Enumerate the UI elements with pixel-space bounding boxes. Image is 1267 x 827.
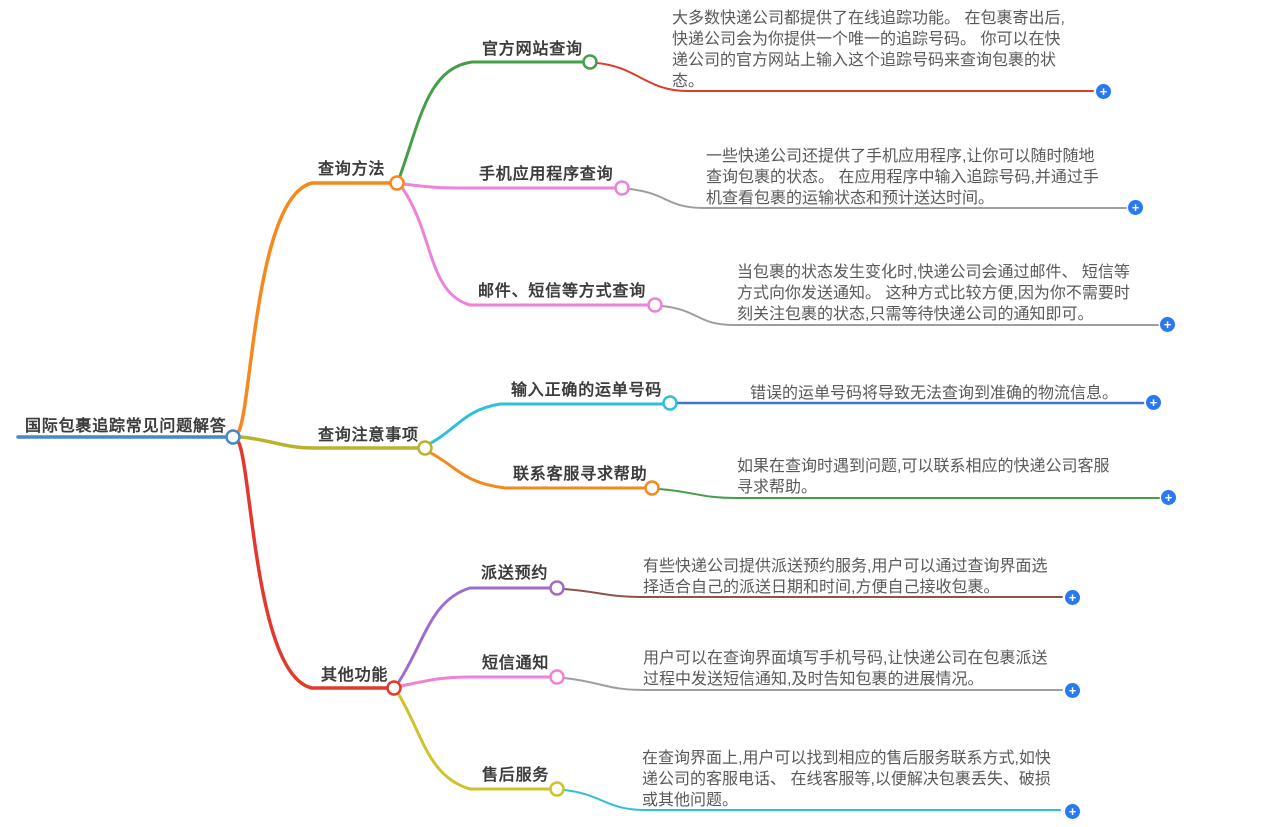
node-anchor-correct-number[interactable] [662,395,678,411]
node-desc-after-sales-service[interactable]: 在查询界面上,用户可以找到相应的售后服务联系方式,如快递公司的客服电话、 在线客… [642,750,1051,809]
desc-line-contact-service [658,488,1160,499]
node-anchor-official-website[interactable] [582,54,598,70]
plus-icon-mobile-app[interactable]: + [1128,200,1143,215]
desc-line-after-sales [563,789,1061,811]
branch-line-other-functions [237,441,389,690]
child-line-delivery-appointment [396,586,552,685]
plus-icon-contact-service[interactable]: + [1161,490,1176,505]
node-anchor-root[interactable] [225,429,241,445]
node-label-contact-customer-service[interactable]: 联系客服寻求帮助 [513,466,648,483]
child-line-after-sales [397,693,552,791]
branch-label-query-methods[interactable]: 查询方法 [318,161,386,178]
node-label-mobile-app-query[interactable]: 手机应用程序查询 [479,166,614,183]
desc-line-sms-notification [563,677,1063,691]
node-anchor-query-precautions[interactable] [417,440,433,456]
child-line-official-website [398,60,585,178]
node-anchor-after-sales[interactable] [549,781,565,797]
node-desc-delivery-appointment[interactable]: 有些快递公司提供派送预约服务,用户可以通过查询界面选择适合自己的派送日期和时间,… [643,558,1048,596]
node-label-sms-notification[interactable]: 短信通知 [482,655,550,672]
node-anchor-email-sms[interactable] [647,297,663,313]
desc-line-delivery-appointment [563,588,1063,598]
child-line-correct-number [429,402,665,445]
branch-label-query-precautions[interactable]: 查询注意事项 [318,427,419,444]
node-anchor-mobile-app[interactable] [614,180,630,196]
root-node-label[interactable]: 国际包裹追踪常见问题解答 [25,418,227,435]
plus-icon-delivery-appointment[interactable]: + [1065,590,1080,605]
desc-line-official-website [596,62,1094,92]
child-line-contact-service [429,451,647,490]
node-desc-official-website-query[interactable]: 大多数快递公司都提供了在线追踪功能。 在包裹寄出后,快递公司会为你提供一个唯一的… [672,10,1065,90]
node-desc-correct-tracking-number[interactable]: 错误的运单号码将导致无法查询到准确的物流信息。 [750,385,1119,402]
child-line-mobile-app [402,182,617,190]
node-anchor-delivery-appointment[interactable] [549,580,565,596]
branch-line-query-precautions [239,435,420,450]
desc-line-mobile-app [628,188,1127,209]
node-anchor-contact-service[interactable] [644,480,660,496]
plus-icon-correct-number[interactable]: + [1146,395,1161,410]
node-label-delivery-appointment[interactable]: 派送预约 [481,565,549,582]
node-desc-email-sms-query[interactable]: 当包裹的状态发生变化时,快递公司会通过邮件、 短信等方式向你发送通知。 这种方式… [737,264,1130,323]
node-anchor-query-methods[interactable] [389,175,405,191]
node-label-official-website-query[interactable]: 官方网站查询 [482,41,583,58]
plus-icon-after-sales[interactable]: + [1065,804,1080,819]
node-label-after-sales-service[interactable]: 售后服务 [482,767,550,784]
plus-icon-sms-notification[interactable]: + [1065,683,1080,698]
node-label-email-sms-query[interactable]: 邮件、短信等方式查询 [478,283,647,300]
node-desc-contact-customer-service[interactable]: 如果在查询时遇到问题,可以联系相应的快递公司客服寻求帮助。 [737,458,1110,496]
node-anchor-sms-notification[interactable] [549,669,565,685]
branch-label-other-functions[interactable]: 其他功能 [321,667,389,684]
plus-icon-official-website[interactable]: + [1096,84,1111,99]
node-anchor-other-functions[interactable] [386,680,402,696]
child-line-email-sms [401,187,650,307]
branch-line-query-methods [237,181,392,433]
plus-icon-email-sms[interactable]: + [1160,317,1175,332]
desc-line-email-sms [661,305,1159,326]
child-line-sms-notification [399,675,552,688]
node-desc-sms-notification[interactable]: 用户可以在查询界面填写手机号码,让快递公司在包裹派送过程中发送短信通知,及时告知… [643,650,1048,688]
node-label-correct-tracking-number[interactable]: 输入正确的运单号码 [511,382,663,399]
node-desc-mobile-app-query[interactable]: 一些快递公司还提供了手机应用程序,让你可以随时随地查询包裹的状态。 在应用程序中… [706,148,1099,207]
